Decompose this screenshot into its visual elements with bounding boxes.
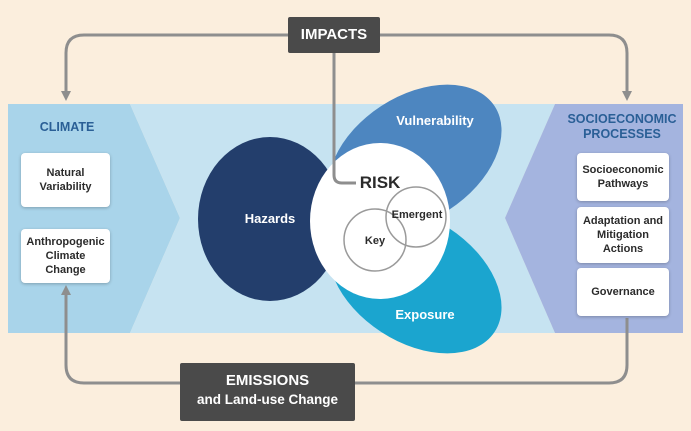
governance-box: Governance	[577, 268, 669, 316]
risk-label: RISK	[359, 173, 401, 192]
hazards-label: Hazards	[244, 211, 296, 226]
risk-center	[310, 143, 450, 299]
emergent-label: Emergent	[391, 209, 443, 221]
anthropogenic-climate-change-box: Anthropogenic Climate Change	[21, 229, 110, 283]
impacts-to-socio-arrow	[380, 33, 632, 101]
emissions-label: EMISSIONS and Land-use Change	[180, 363, 355, 421]
socioeconomic-pathways-box: Socioeconomic Pathways	[577, 153, 669, 201]
impacts-to-risk-line	[332, 52, 356, 185]
emergent-circle	[385, 186, 447, 248]
socioeconomic-title: SOCIOECONOMIC PROCESSES	[567, 112, 677, 141]
key-circle	[343, 208, 407, 272]
climate-title: CLIMATE	[39, 120, 95, 134]
adaptation-mitigation-box: Adaptation and Mitigation Actions	[577, 207, 669, 263]
exposure-label: Exposure	[395, 307, 455, 322]
impacts-to-climate-arrow	[61, 33, 288, 101]
socio-to-emissions-line	[355, 318, 629, 385]
impacts-label: IMPACTS	[288, 17, 380, 53]
emissions-to-climate-arrow	[61, 285, 180, 385]
vulnerability-label: Vulnerability	[396, 113, 474, 128]
key-label: Key	[364, 235, 386, 247]
hazards-ellipse	[198, 137, 342, 301]
emissions-subtitle: and Land-use Change	[196, 392, 338, 407]
emissions-title: EMISSIONS	[225, 372, 310, 389]
natural-variability-box: Natural Variability	[21, 153, 110, 207]
